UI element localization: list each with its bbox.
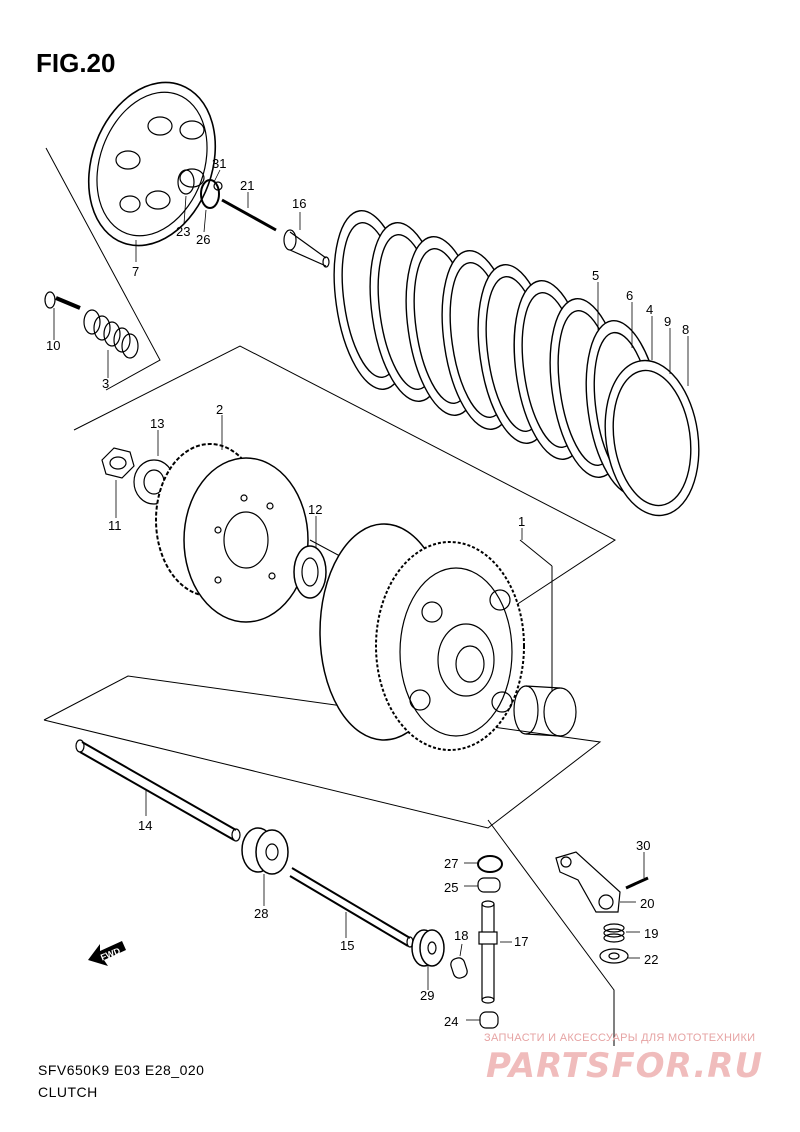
callout-2: 2: [216, 402, 223, 417]
oil-seal-27: [477, 855, 503, 873]
bolt-30: [625, 876, 649, 890]
callout-4: 4: [646, 302, 653, 317]
callout-21: 21: [240, 178, 254, 193]
clutch-sleeve-hub: [155, 443, 309, 623]
nut-11: [101, 447, 135, 479]
callout-6: 6: [626, 288, 633, 303]
bearing-25: [477, 877, 501, 893]
callout-26: 26: [196, 232, 210, 247]
callout-13: 13: [150, 416, 164, 431]
callout-22: 22: [644, 952, 658, 967]
pressure-plate: [87, 81, 217, 247]
washer-23: [177, 169, 195, 195]
figure-caption: CLUTCH: [38, 1084, 98, 1100]
callout-19: 19: [644, 926, 658, 941]
oil-seal-28: [241, 827, 289, 875]
bolt-10: [44, 291, 81, 310]
callout-23: 23: [176, 224, 190, 239]
push-rod-15: [289, 867, 414, 948]
callout-29: 29: [420, 988, 434, 1003]
callout-3: 3: [102, 376, 109, 391]
washer-22: [599, 948, 629, 964]
release-shaft: [478, 900, 498, 1004]
primary-driven-gear-assembly: [319, 523, 525, 751]
callout-31: 31: [212, 156, 226, 171]
callout-1: 1: [518, 514, 525, 529]
spring-19: [603, 923, 625, 943]
callout-20: 20: [640, 896, 654, 911]
watermark-tagline: ЗАПЧАСТИ И АКСЕССУАРЫ ДЛЯ МОТОТЕХНИКИ: [484, 1032, 756, 1044]
callout-10: 10: [46, 338, 60, 353]
nut-31: [213, 181, 223, 191]
callout-24: 24: [444, 1014, 458, 1029]
bearing-24: [479, 1011, 499, 1029]
figure-title: FIG.20: [36, 48, 116, 78]
release-piece: [283, 229, 330, 268]
clutch-spring: [83, 309, 139, 359]
spacer-bushing: [513, 685, 577, 737]
model-code: SFV650K9 E03 E28_020: [38, 1062, 205, 1078]
callout-27: 27: [444, 856, 458, 871]
callout-8: 8: [682, 322, 689, 337]
adjust-screw: [221, 198, 277, 232]
clutch-plate-stack: [333, 210, 700, 517]
push-rod-14: [75, 739, 241, 842]
pin: [450, 957, 468, 979]
watermark-logo: PARTSFOR.RU: [486, 1046, 764, 1086]
callout-12: 12: [308, 502, 322, 517]
callout-5: 5: [592, 268, 599, 283]
callout-30: 30: [636, 838, 650, 853]
callout-numbers: 1 2 3 4 5 6 7 8 9 10 11 12 13 14 15 16 1…: [46, 156, 689, 1029]
callout-11: 11: [108, 518, 122, 533]
washer-12: [293, 545, 327, 599]
fwd-arrow-icon: FWD: [88, 941, 126, 966]
callout-17: 17: [514, 934, 528, 949]
bearing-26: [200, 179, 220, 209]
callout-14: 14: [138, 818, 152, 833]
callout-7: 7: [132, 264, 139, 279]
release-arm: [555, 851, 621, 913]
callout-9: 9: [664, 314, 671, 329]
oil-seal-29: [411, 929, 445, 967]
callout-25: 25: [444, 880, 458, 895]
callout-28: 28: [254, 906, 268, 921]
callout-15: 15: [340, 938, 354, 953]
callout-18: 18: [454, 928, 468, 943]
callout-16: 16: [292, 196, 306, 211]
fwd-label: FWD: [99, 945, 122, 962]
